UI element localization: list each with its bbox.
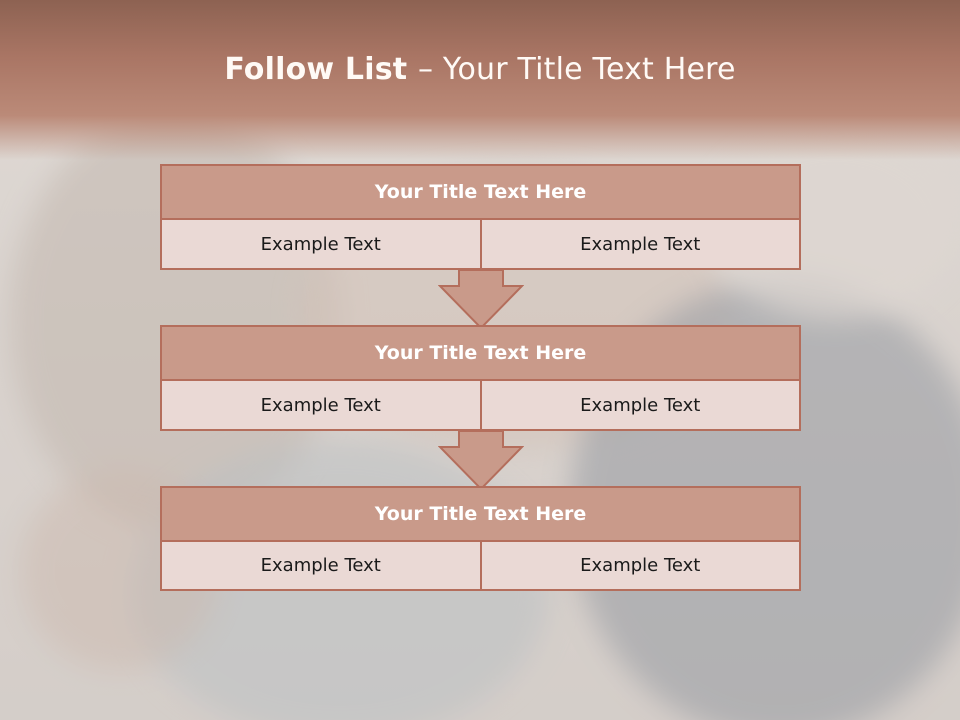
list-block-row: Example Text Example Text xyxy=(160,542,801,591)
slide-title-bold: Follow List xyxy=(224,52,418,87)
list-block-cell-right: Example Text xyxy=(481,542,801,591)
list-block-cell-left: Example Text xyxy=(160,542,482,591)
slide-title-rest: – Your Title Text Here xyxy=(417,52,736,87)
list-block-cell-right: Example Text xyxy=(481,220,801,270)
down-arrow-icon xyxy=(438,270,524,330)
down-arrow-icon xyxy=(438,431,524,491)
list-block-row: Example Text Example Text xyxy=(160,381,801,431)
list-block-title: Your Title Text Here xyxy=(160,486,801,542)
list-block-3: Your Title Text Here Example Text Exampl… xyxy=(160,486,801,591)
list-block-row: Example Text Example Text xyxy=(160,220,801,270)
list-block-title: Your Title Text Here xyxy=(160,164,801,220)
list-block-title: Your Title Text Here xyxy=(160,325,801,381)
list-block-cell-left: Example Text xyxy=(160,381,482,431)
list-block-cell-left: Example Text xyxy=(160,220,482,270)
list-block-1: Your Title Text Here Example Text Exampl… xyxy=(160,164,801,270)
list-block-2: Your Title Text Here Example Text Exampl… xyxy=(160,325,801,431)
slide-title: Follow List – Your Title Text Here xyxy=(0,52,960,87)
list-block-cell-right: Example Text xyxy=(481,381,801,431)
header-band xyxy=(0,0,960,160)
